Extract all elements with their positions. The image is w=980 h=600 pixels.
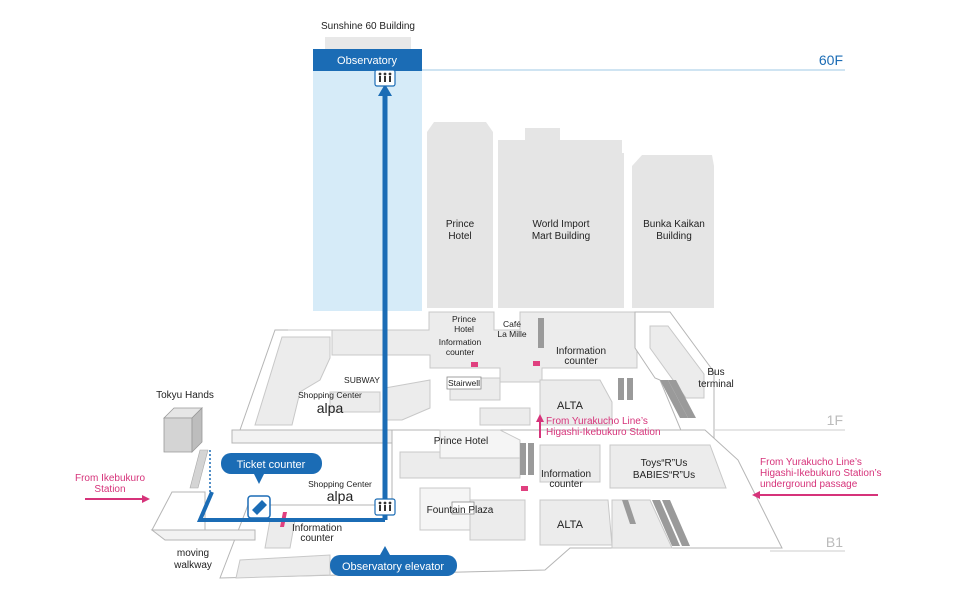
1f-info-right-label-2: counter [564,356,598,367]
cafe-label-2: La Mille [497,329,527,339]
fountain-plaza-label: Fountain Plaza [427,505,494,516]
b1-alpa-label: alpa [327,488,354,504]
world-import-label-2: Mart Building [532,231,590,242]
tower-roof [325,37,411,49]
ticket-counter-callout: Ticket counter [221,453,322,484]
toys-r-us-label: Toys“R”Us [641,458,688,469]
elevator-arrow-up [378,84,392,96]
route-walkway-to-elevator [196,491,385,522]
prince-hotel-label-1: Prince [446,219,475,230]
observatory-elevator-callout: Observatory elevator [330,546,457,576]
tokyu-hands-label: Tokyu Hands [156,390,214,401]
sunshine60-tower [313,49,422,311]
bunka-kaikan-building: Bunka Kaikan Building [632,155,714,308]
b1-shopping-center-label: Shopping Center [308,479,372,489]
1f-alta-label: ALTA [557,400,584,412]
from-yurakucho-1f-label-1: From Yurakucho Line’s [546,416,648,427]
bus-terminal-label-2: terminal [698,379,734,390]
ticket-icon [247,495,271,519]
observatory-label: Observatory [337,55,397,67]
cafe-label-1: Café [503,319,521,329]
world-import-building: World Import Mart Building [498,128,624,308]
world-import-label-1: World Import [532,219,589,230]
elevator-icon-b1 [374,498,396,516]
bunka-kaikan-label-2: Building [656,231,692,242]
1f-info-left-label-1: Information [439,337,482,347]
from-ikebukuro-label-2: Station [94,484,125,495]
route-from-ikebukuro: From Ikebukuro Station [75,473,150,503]
from-yurakucho-b1-label-3: underground passage [760,479,858,490]
bus-terminal-label-1: Bus [707,367,724,378]
b1-info-left-label-2: counter [300,533,334,544]
babies-r-us-label: BABIES“R”Us [633,470,695,481]
1f-info-left-label-2: counter [446,347,475,357]
from-ikebukuro-label-1: From Ikebukuro [75,473,145,484]
moving-walkway-label-1: moving [177,548,209,559]
1f-prince-hotel-label-1: Prince [452,314,476,324]
route-from-yurakucho-1f: From Yurakucho Line’s Higashi-Ikebukuro … [536,414,661,438]
floor-b1-plate [150,429,783,579]
prince-hotel-building: Prince Hotel [427,122,493,308]
observatory-elevator-label: Observatory elevator [342,561,444,573]
floor-label-1f: 1F [827,412,843,428]
from-yurakucho-b1-label-2: Higashi-Ikebukuro Station’s [760,468,882,479]
sunshine60-label: Sunshine 60 Building [321,21,415,32]
b1-info-label-2: counter [549,479,583,490]
stairwell-label: Stairwell [448,378,480,388]
from-yurakucho-b1-label-1: From Yurakucho Line’s [760,457,862,468]
tokyu-hands-building [163,407,209,489]
ticket-counter-label: Ticket counter [237,459,306,471]
1f-info-right-label-1: Information [556,346,606,357]
route-from-yurakucho-b1: From Yurakucho Line’s Higashi-Ikebukuro … [752,457,882,499]
1f-prince-hotel-label-2: Hotel [454,324,474,334]
floor-label-b1: B1 [826,534,843,550]
moving-walkway-label-2: walkway [173,560,212,571]
observatory-header [313,49,422,71]
floor-label-60f: 60F [819,52,843,68]
1f-alpa-label: alpa [317,400,344,416]
b1-info-left-label-1: Information [292,523,342,534]
b1-prince-hotel-label: Prince Hotel [434,436,488,447]
elevator-icon-top [374,69,396,87]
1f-shopping-center-label: Shopping Center [298,390,362,400]
subway-label: SUBWAY [344,375,380,385]
b1-info-label-1: Information [541,469,591,480]
prince-hotel-label-2: Hotel [448,231,471,242]
b1-alta-label: ALTA [557,519,584,531]
bunka-kaikan-label-1: Bunka Kaikan [643,219,705,230]
from-yurakucho-1f-label-2: Higashi-Ikebukuro Station [546,427,661,438]
floor-1f-plate [231,311,715,444]
